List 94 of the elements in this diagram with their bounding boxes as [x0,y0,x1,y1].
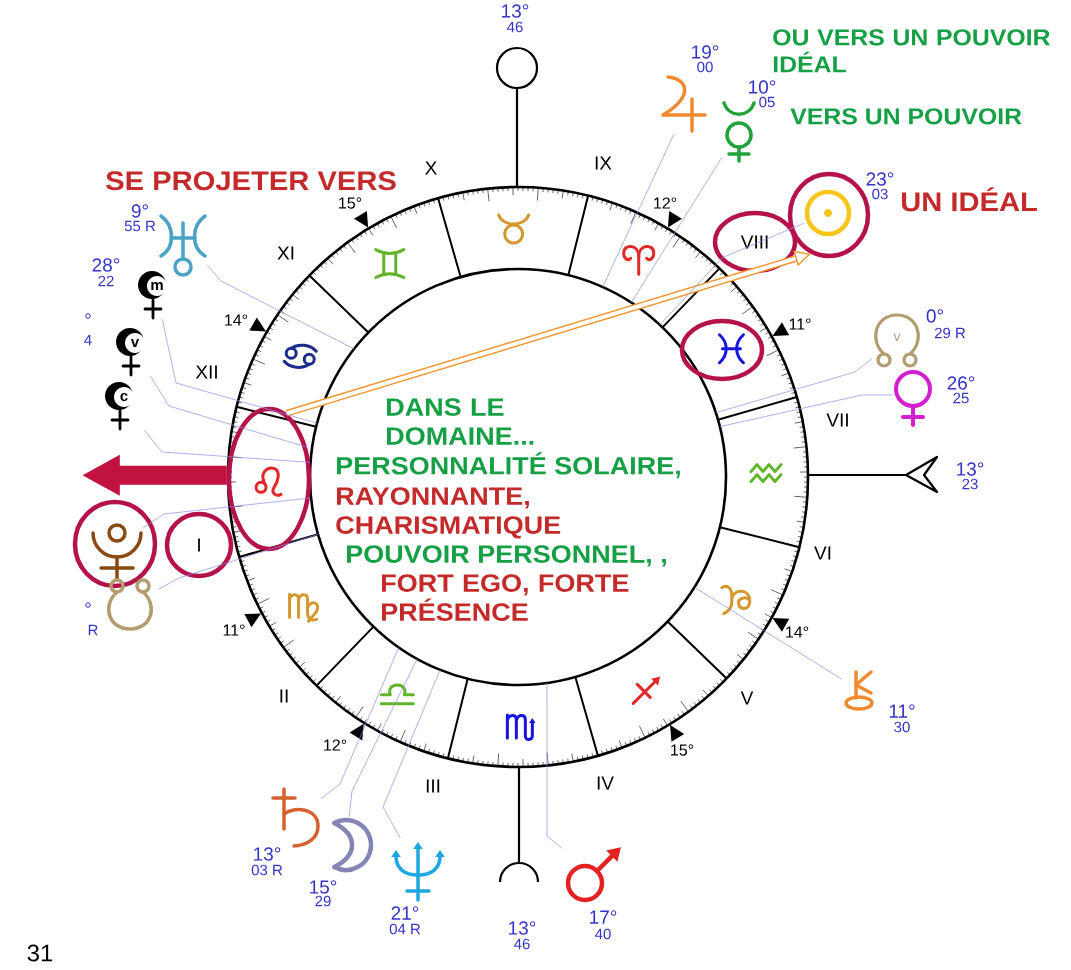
leader-line [143,429,311,463]
annotation-text: SE PROJETER VERS [106,171,396,191]
leader-line [320,647,400,799]
house-number: IV [597,776,614,790]
degree-label: 23 [962,478,978,490]
chiron-icon [844,670,874,711]
degree-label: 21° [391,906,419,920]
mars-icon [565,847,621,903]
degree-label: 46 [514,938,530,950]
degree-label: 13° [957,462,984,476]
degree-label: 46 [507,21,523,33]
degree-label: 17° [590,910,617,924]
degree-label: 13° [502,4,529,18]
house-number: X [425,161,437,175]
leader-line [348,658,418,818]
degree-label: 10° [749,80,776,94]
house-number: XI [277,246,294,260]
leader-line [694,586,843,680]
leader-line [719,394,894,428]
house-number: VII [826,413,848,427]
house-number: V [740,691,754,705]
uranus-icon [159,214,207,277]
degree-label: 26° [947,376,975,390]
saturn-icon [271,787,320,848]
degree-label: 55 R [124,220,156,232]
degree-label: 00 [697,61,713,73]
highlight-ellipse [226,406,312,552]
annotation-text: RAYONNANTE, CHARISMATIQUE [336,487,561,539]
leader-line [157,534,319,590]
degree-label: 15° [310,880,337,894]
circled-house-number: VIII [712,210,798,274]
house-number: XII [195,365,217,379]
degree-label: 13° [254,847,281,861]
degree-label: 22 [98,275,114,287]
leader-line [142,497,311,529]
degree-label: ° [85,602,91,608]
degree-label: 12° [324,739,347,751]
degree-label: 23° [866,172,894,186]
degree-label: 12° [654,197,677,209]
mercury-icon [722,101,756,163]
degree-label: 11° [789,318,811,330]
jupiter-icon [661,75,707,133]
degree-label: R [88,624,98,636]
degree-label: 25 [953,392,969,404]
annotation-text: OU VERS UN POUVOIR IDÉAL [773,29,1050,73]
degree-label: 13° [509,921,536,935]
annotation-text: PERSONNALITÉ SOLAIRE, [337,452,680,479]
leader-line [630,157,723,303]
house-number: VI [814,546,831,560]
house-number: III [426,779,440,793]
degree-label: 14° [225,314,248,326]
leader-line [382,669,441,839]
degree-label: 15° [339,197,362,209]
annotation-text: VERS UN POUVOIR [790,108,1022,125]
degree-label: 03 [872,188,888,200]
leader-line [150,375,308,448]
page-number: 31 [27,944,53,962]
arrow [285,250,811,417]
leader-line [206,265,355,350]
house-number: II [280,689,288,703]
degree-label: 15° [671,744,694,756]
circled-house-number: I [164,511,234,579]
leader-line [161,318,318,424]
lunar-node-icon [107,578,153,631]
annotation-text: FORT EGO, FORTE PRÉSENCE [382,574,629,621]
crescent-moon-icon [332,817,374,873]
degree-label: 11° [223,624,245,636]
degree-label: 28° [92,258,120,272]
degree-label: 14° [786,626,809,638]
highlight-ellipse [72,499,158,589]
degree-label: 04 R [389,923,421,935]
degree-label: 19° [692,45,719,59]
leader-line [546,682,563,849]
degree-label: 11° [889,704,915,718]
sun-icon [804,189,852,237]
leader-line [602,133,675,288]
degree-label: 29 R [934,327,966,339]
degree-label: 03 R [251,864,283,876]
highlight-ellipse [679,318,765,382]
degree-label: 40 [595,928,611,940]
leader-line [715,358,873,414]
venus-icon [894,370,932,427]
pluto-icon [91,523,143,582]
annotation-text: DANS LE DOMAINE... [387,398,534,445]
degree-label: 30 [894,721,910,733]
degree-label: 29 [315,895,331,907]
annotation-text: POUVOIR PERSONNEL, , [347,545,666,567]
degree-label: 9° [131,204,148,218]
house-number: IX [595,156,612,170]
degree-label: 0° [926,309,943,323]
annotation-text: UN IDÉAL [901,187,1037,212]
degree-label: ° [85,313,91,319]
degree-label: 4 [84,334,92,346]
degree-label: 05 [759,96,775,108]
